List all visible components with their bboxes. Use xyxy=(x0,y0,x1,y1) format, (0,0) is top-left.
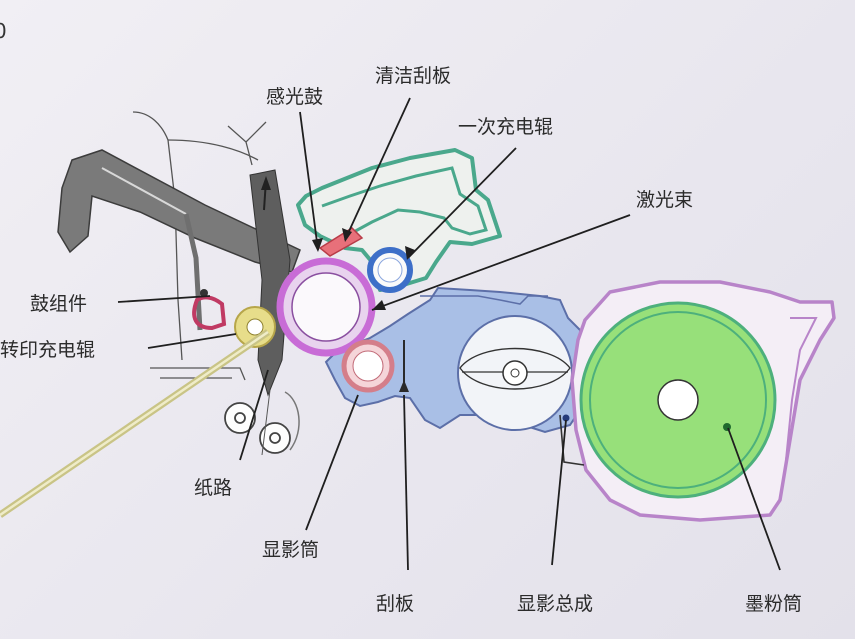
cleaning-blade xyxy=(318,227,364,257)
corner-mark: 0 xyxy=(0,19,7,43)
label-developer-assembly: 显影总成 xyxy=(517,593,593,615)
label-photosensitive-drum: 感光鼓 xyxy=(266,86,323,108)
paper-path-rollers xyxy=(224,402,291,454)
leader-arrowheads xyxy=(312,228,415,310)
toner-cartridge-drum xyxy=(579,301,777,499)
photosensitive-drum xyxy=(276,257,376,357)
developer-roller xyxy=(341,339,395,393)
primary-charge-roller xyxy=(367,247,413,293)
label-drum-assembly: 鼓组件 xyxy=(30,293,87,315)
drum-housing xyxy=(296,148,502,292)
label-toner-cartridge: 墨粉筒 xyxy=(745,593,802,615)
label-paper-path: 纸路 xyxy=(194,477,232,499)
label-cleaning-blade: 清洁刮板 xyxy=(375,65,451,87)
label-transfer-charge-roller: 转印充电辊 xyxy=(0,339,95,361)
developer-mixing-chamber xyxy=(457,315,573,431)
label-developer-cylinder: 显影筒 xyxy=(262,539,319,561)
drum-assembly-clip xyxy=(192,295,227,331)
label-blade: 刮板 xyxy=(376,593,414,615)
label-primary-charge-roller: 一次充电辊 xyxy=(458,116,553,138)
leader-lines xyxy=(117,97,781,571)
frame-strut xyxy=(183,213,203,331)
label-laser-beam: 激光束 xyxy=(636,189,693,211)
